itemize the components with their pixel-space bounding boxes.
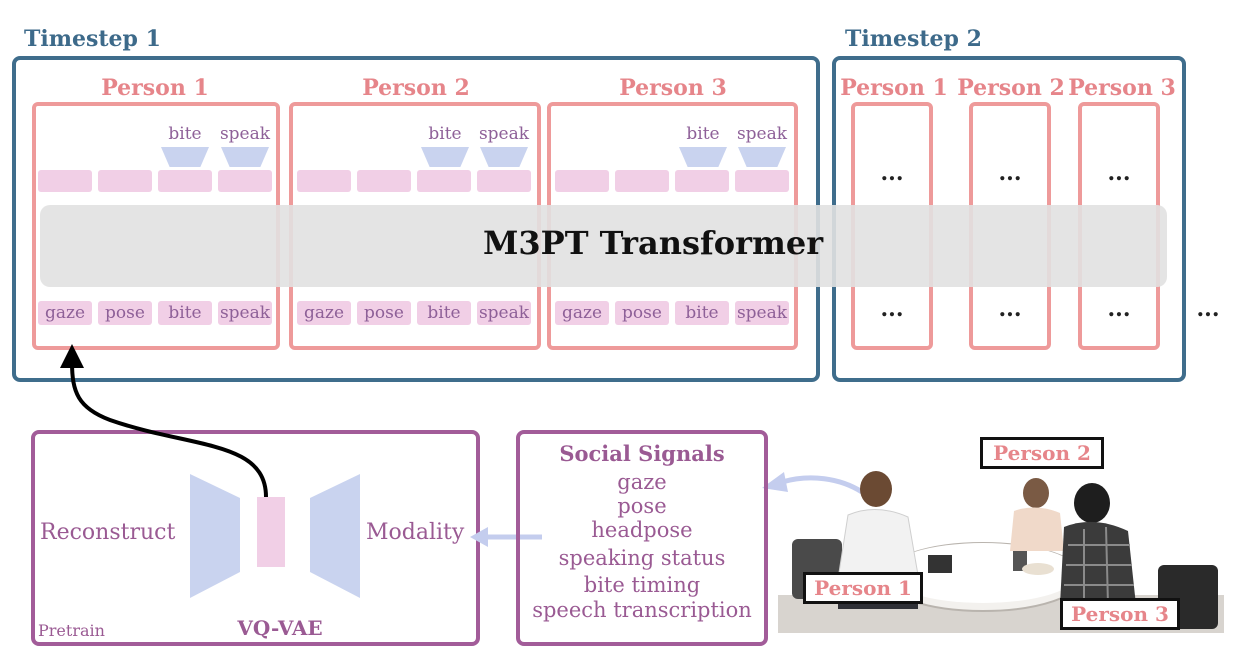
p3-output-slot bbox=[675, 170, 729, 192]
p1-output-slot bbox=[38, 170, 92, 192]
trailing-ellipsis: ... bbox=[1196, 296, 1220, 322]
t1-person-2-title: Person 2 bbox=[362, 75, 470, 101]
p2-token-bite: bite bbox=[417, 301, 471, 325]
latent-arrow-head bbox=[60, 344, 84, 368]
p3-token-gaze: gaze bbox=[555, 301, 609, 325]
t2-person-2-title: Person 2 bbox=[957, 75, 1065, 101]
p1-token-bite: bite bbox=[158, 301, 212, 325]
p3-head-label-bite: bite bbox=[686, 124, 720, 144]
signal-pose: pose bbox=[617, 494, 667, 518]
t2-p1-ellipsis-top: ... bbox=[880, 160, 904, 186]
signal-gaze: gaze bbox=[617, 470, 667, 494]
p3-token-pose: pose bbox=[615, 301, 669, 325]
reconstruct-label: Reconstruct bbox=[40, 520, 176, 545]
p1-output-slot bbox=[98, 170, 152, 192]
social-signals-box bbox=[516, 430, 768, 646]
timestep-1-label: Timestep 1 bbox=[24, 26, 161, 52]
transformer-band bbox=[40, 205, 1167, 287]
transformer-label: M3PT Transformer bbox=[482, 224, 824, 262]
pretrain-label: Pretrain bbox=[38, 621, 105, 640]
p1-output-slot bbox=[218, 170, 272, 192]
p2-output-slot bbox=[357, 170, 411, 192]
signal-speech-transcription: speech transcription bbox=[532, 598, 752, 622]
t1-person-3-title: Person 3 bbox=[619, 75, 727, 101]
social-signals-title: Social Signals bbox=[559, 441, 725, 466]
signal-bite-timing: bite timing bbox=[583, 573, 701, 597]
p2-head-label-bite: bite bbox=[428, 124, 462, 144]
p2-speak-head bbox=[480, 147, 528, 167]
t1-person-1-title: Person 1 bbox=[101, 75, 209, 101]
p3-output-slot bbox=[555, 170, 609, 192]
t2-p3-ellipsis-bottom: ... bbox=[1107, 296, 1131, 322]
t2-p3-ellipsis-top: ... bbox=[1107, 160, 1131, 186]
photo-tag-person-2: Person 2 bbox=[980, 437, 1104, 469]
p2-bite-head bbox=[421, 147, 469, 167]
timestep-2-label: Timestep 2 bbox=[845, 26, 982, 52]
signal-headpose: headpose bbox=[591, 518, 693, 542]
p1-token-gaze: gaze bbox=[38, 301, 92, 325]
photo-tag-person-1: Person 1 bbox=[803, 572, 923, 604]
p3-output-slot bbox=[615, 170, 669, 192]
p2-output-slot bbox=[417, 170, 471, 192]
p1-head-label-speak: speak bbox=[219, 124, 271, 144]
p2-head-label-speak: speak bbox=[478, 124, 530, 144]
p2-token-speak: speak bbox=[477, 301, 531, 325]
vqvae-title: VQ-VAE bbox=[237, 616, 323, 640]
photo-to-signals-arrow bbox=[781, 475, 864, 495]
t2-person-3-title: Person 3 bbox=[1068, 75, 1176, 101]
p2-token-pose: pose bbox=[357, 301, 411, 325]
p3-speak-head bbox=[738, 147, 786, 167]
t2-person-1-title: Person 1 bbox=[840, 75, 948, 101]
t2-p1-ellipsis-bottom: ... bbox=[880, 296, 904, 322]
t2-p2-ellipsis-top: ... bbox=[998, 160, 1022, 186]
vqvae-decoder-shape bbox=[190, 474, 240, 598]
p3-token-bite: bite bbox=[675, 301, 729, 325]
vqvae-latent-code bbox=[257, 497, 285, 567]
p1-bite-head bbox=[161, 147, 209, 167]
p3-head-label-speak: speak bbox=[736, 124, 788, 144]
p2-output-slot bbox=[297, 170, 351, 192]
vqvae-encoder-shape bbox=[310, 474, 360, 598]
p2-token-gaze: gaze bbox=[297, 301, 351, 325]
signals-arrow-head bbox=[470, 527, 488, 547]
p1-head-label-bite: bite bbox=[168, 124, 202, 144]
photo-tag-person-3: Person 3 bbox=[1060, 598, 1180, 630]
p3-output-slot bbox=[735, 170, 789, 192]
t2-p2-ellipsis-bottom: ... bbox=[998, 296, 1022, 322]
p3-bite-head bbox=[679, 147, 727, 167]
p2-output-slot bbox=[477, 170, 531, 192]
p1-token-pose: pose bbox=[98, 301, 152, 325]
p1-speak-head bbox=[221, 147, 269, 167]
p1-token-speak: speak bbox=[218, 301, 272, 325]
p3-token-speak: speak bbox=[735, 301, 789, 325]
p1-output-slot bbox=[158, 170, 212, 192]
photo-arrow-head bbox=[762, 472, 788, 492]
latent-to-tokens-arrow bbox=[70, 361, 268, 498]
modality-label: Modality bbox=[366, 520, 465, 545]
signal-speaking-status: speaking status bbox=[558, 546, 726, 570]
